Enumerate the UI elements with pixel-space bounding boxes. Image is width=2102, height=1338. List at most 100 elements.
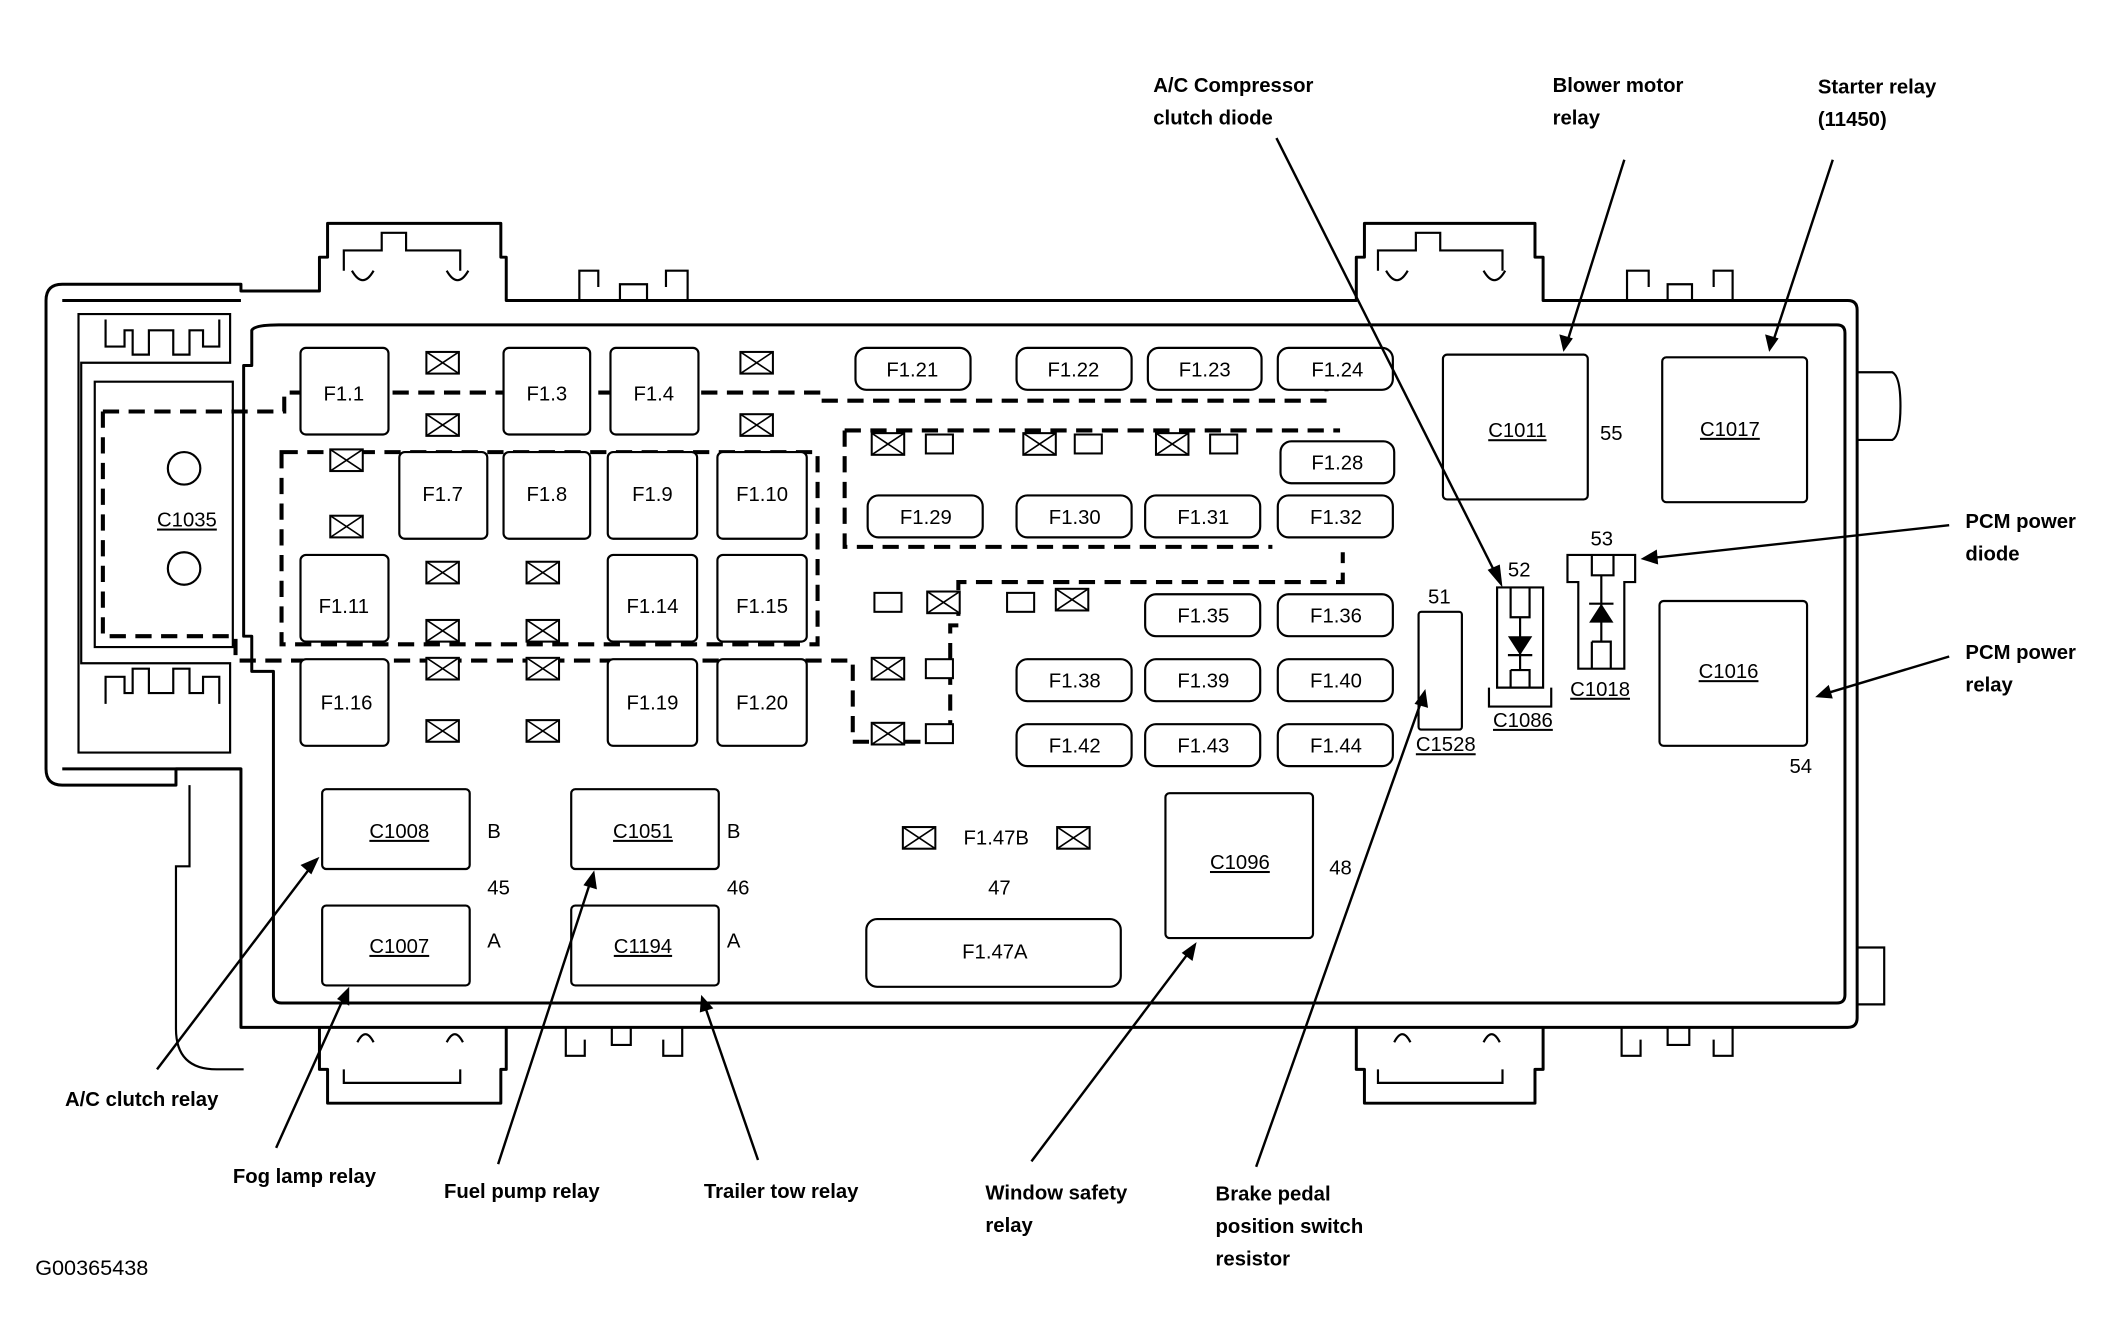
svg-text:A: A [727, 931, 741, 953]
position-numbers: 45 46 47 48 51 52 53 54 55 [487, 423, 1812, 900]
fuse-f1-14: F1.14 [606, 553, 699, 643]
relay-c1096: C1096 [1164, 792, 1315, 940]
fuse-f1-44: F1.44 [1276, 723, 1394, 768]
callout-fog-lamp-relay: Fog lamp relay [233, 986, 377, 1188]
svg-text:PCM power: PCM power [1965, 642, 2076, 664]
callout-pcm-power-relay: PCM power relay [1815, 642, 2076, 699]
svg-text:F1.9: F1.9 [632, 484, 673, 506]
svg-text:F1.21: F1.21 [886, 359, 938, 381]
svg-text:diode: diode [1965, 543, 2019, 565]
svg-text:F1.47B: F1.47B [964, 828, 1029, 850]
svg-text:46: 46 [727, 878, 750, 900]
fuse-f1-11: F1.11 [299, 553, 390, 643]
svg-text:relay: relay [985, 1215, 1033, 1237]
svg-text:F1.24: F1.24 [1311, 359, 1363, 381]
fuse-f1-7: F1.7 [398, 451, 489, 540]
svg-text:A/C clutch relay: A/C clutch relay [65, 1089, 219, 1111]
svg-text:resistor: resistor [1216, 1249, 1291, 1271]
svg-text:51: 51 [1428, 587, 1451, 609]
fuse-f1-20: F1.20 [716, 658, 808, 747]
svg-text:55: 55 [1600, 423, 1623, 445]
callout-ac-clutch-relay: A/C clutch relay [65, 856, 320, 1111]
fuse-f1-40: F1.40 [1276, 658, 1394, 703]
svg-text:F1.44: F1.44 [1310, 736, 1362, 758]
svg-text:47: 47 [988, 878, 1011, 900]
relay-c1007: C1007 A [321, 904, 501, 987]
fuse-f1-4: F1.4 [609, 346, 700, 436]
callout-trailer-tow-relay: Trailer tow relay [699, 994, 859, 1203]
svg-text:F1.23: F1.23 [1179, 359, 1231, 381]
svg-text:F1.35: F1.35 [1177, 606, 1229, 628]
svg-text:Blower motor: Blower motor [1553, 75, 1684, 97]
svg-text:C1018: C1018 [1570, 679, 1630, 701]
svg-text:F1.32: F1.32 [1310, 507, 1362, 529]
svg-text:F1.42: F1.42 [1049, 736, 1101, 758]
fuse-f1-22: F1.22 [1015, 346, 1133, 391]
connector-c1035: C1035 [157, 451, 217, 586]
relays: C1008 B C1007 A C1051 B C1194 A C1096 C1… [321, 353, 1809, 987]
relay-c1017: C1017 [1661, 356, 1809, 504]
figure-id: G00365438 [35, 1255, 148, 1280]
fuse-f1-30: F1.30 [1015, 494, 1133, 539]
svg-text:F1.28: F1.28 [1311, 453, 1363, 475]
svg-text:F1.22: F1.22 [1047, 359, 1099, 381]
svg-text:C1086: C1086 [1493, 710, 1553, 732]
svg-text:F1.20: F1.20 [736, 692, 788, 714]
svg-text:A/C Compressor: A/C Compressor [1153, 75, 1313, 97]
fuse-f1-19: F1.19 [606, 658, 699, 747]
svg-text:Fuel pump relay: Fuel pump relay [444, 1181, 600, 1203]
fuse-f1-9: F1.9 [606, 451, 699, 540]
relay-c1011: C1011 [1441, 353, 1589, 501]
diode-c1018: C1018 [1566, 553, 1637, 701]
fuse-f1-43: F1.43 [1144, 723, 1262, 768]
relay-c1194: C1194 A [570, 904, 741, 987]
svg-text:F1.10: F1.10 [736, 484, 788, 506]
svg-text:F1.36: F1.36 [1310, 606, 1362, 628]
svg-text:52: 52 [1508, 560, 1531, 582]
svg-text:F1.40: F1.40 [1310, 671, 1362, 693]
svg-text:clutch diode: clutch diode [1153, 108, 1273, 130]
svg-text:A: A [487, 931, 501, 953]
fuse-f1-8: F1.8 [502, 451, 592, 540]
svg-text:relay: relay [1965, 675, 2013, 697]
svg-text:C1017: C1017 [1700, 419, 1760, 441]
relay-c1008: C1008 B [321, 788, 501, 871]
svg-text:C1016: C1016 [1699, 661, 1759, 683]
svg-text:F1.14: F1.14 [626, 596, 678, 618]
diode-c1086: C1086 [1487, 586, 1553, 732]
callout-ac-compressor-diode: A/C Compressor clutch diode [1153, 75, 1503, 588]
svg-text:F1.4: F1.4 [633, 384, 674, 406]
callout-window-safety-relay: Window safety relay [985, 942, 1197, 1237]
housing-outline [44, 221, 1902, 1105]
svg-text:48: 48 [1329, 857, 1352, 879]
callout-fuel-pump-relay: Fuel pump relay [444, 870, 600, 1203]
svg-text:Window safety: Window safety [985, 1182, 1128, 1204]
fuse-f1-31: F1.31 [1144, 494, 1262, 539]
fuse-f1-23: F1.23 [1146, 346, 1263, 391]
svg-text:F1.39: F1.39 [1177, 671, 1229, 693]
svg-text:B: B [487, 821, 501, 843]
svg-text:F1.43: F1.43 [1177, 736, 1229, 758]
svg-text:F1.15: F1.15 [736, 596, 788, 618]
callout-blower-motor-relay: Blower motor relay [1553, 75, 1684, 352]
fuse-f1-28: F1.28 [1279, 440, 1396, 485]
svg-text:PCM power: PCM power [1965, 511, 2076, 533]
svg-text:relay: relay [1553, 108, 1601, 130]
svg-text:F1.47A: F1.47A [962, 941, 1028, 963]
svg-text:B: B [727, 821, 741, 843]
fuse-f1-29: F1.29 [866, 494, 984, 539]
fuse-f1-32: F1.32 [1276, 494, 1394, 539]
relay-c1016: C1016 [1658, 599, 1809, 747]
svg-text:Trailer tow relay: Trailer tow relay [704, 1181, 859, 1203]
svg-text:Brake pedal: Brake pedal [1216, 1184, 1331, 1206]
svg-text:Fog lamp relay: Fog lamp relay [233, 1166, 377, 1188]
fuse-f1-21: F1.21 [854, 346, 972, 391]
fuse-f1-38: F1.38 [1015, 658, 1133, 703]
fuse-f1-36: F1.36 [1276, 593, 1394, 638]
c1035-label: C1035 [157, 510, 217, 532]
svg-text:F1.31: F1.31 [1177, 507, 1229, 529]
svg-text:F1.29: F1.29 [900, 507, 952, 529]
svg-text:53: 53 [1590, 529, 1613, 551]
fuse-f1-35: F1.35 [1144, 593, 1262, 638]
